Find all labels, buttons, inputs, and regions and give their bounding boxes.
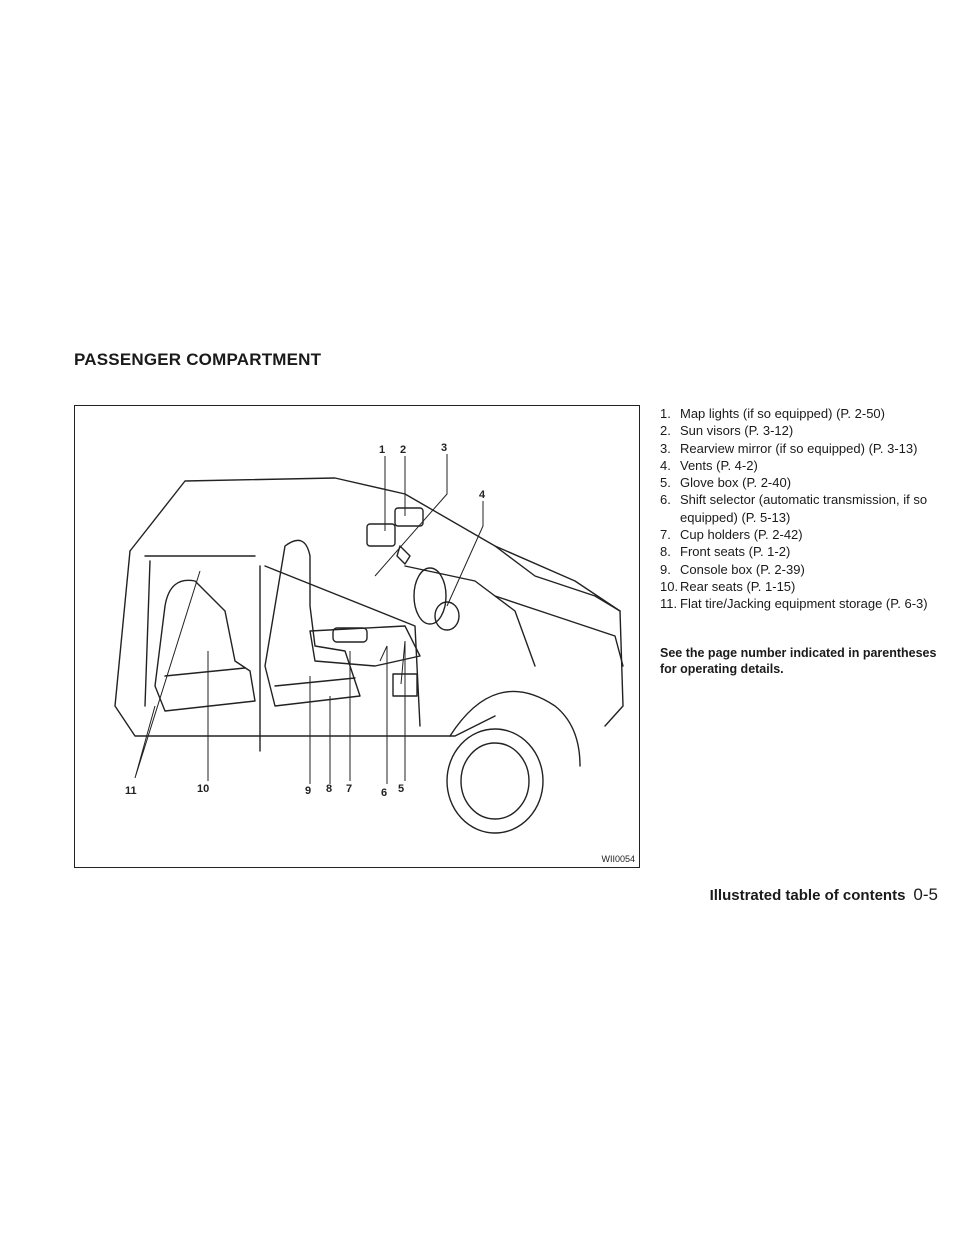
section-heading: PASSENGER COMPARTMENT <box>74 350 322 369</box>
sun-visor <box>394 507 424 527</box>
figure-code: WII0054 <box>601 854 635 864</box>
list-item: 11.Flat tire/Jacking equipment storage (… <box>660 596 928 612</box>
vehicle-interior-drawing: 1 2 3 4 5 6 7 8 9 10 11 <box>114 442 624 834</box>
body-side <box>114 550 496 737</box>
footer-title: Illustrated table of contents <box>709 887 906 904</box>
list-item: 1.Map lights (if so equipped) (P. 2-50) <box>660 406 885 421</box>
operating-note: See the page number indicated in parenth… <box>660 646 937 676</box>
list-item: 8.Front seats (P. 1-2) <box>660 544 791 560</box>
wheel-arch <box>449 690 581 767</box>
callout-4: 4 <box>479 489 486 501</box>
callout-5: 5 <box>398 783 404 795</box>
dashboard <box>404 565 536 667</box>
vent <box>434 601 460 631</box>
map-light <box>366 523 396 547</box>
callout-6: 6 <box>381 787 387 799</box>
front-door-frame <box>264 565 421 727</box>
interior-illustration: 1 2 3 4 5 6 7 8 9 10 11 WII0054 <box>74 405 640 868</box>
callout-7: 7 <box>346 783 352 795</box>
list-item: 5.Glove box (P. 2-40) <box>660 475 792 491</box>
steering-wheel <box>413 567 447 625</box>
body-front <box>494 545 624 727</box>
list-item: 6.Shift selector (automatic transmission… <box>660 492 928 525</box>
front-tire <box>446 728 544 834</box>
callout-8: 8 <box>326 783 332 795</box>
rear-door-frame <box>144 555 256 707</box>
callout-1: 1 <box>379 444 385 456</box>
list-item: 7.Cup holders (P. 2-42) <box>660 527 803 543</box>
rearview-mirror <box>396 545 411 565</box>
callout-11: 11 <box>125 785 137 797</box>
list-item: 4.Vents (P. 4-2) <box>660 457 758 473</box>
list-item: 2.Sun visors (P. 3-12) <box>660 423 794 439</box>
front-rim <box>460 742 530 820</box>
list-item: 9.Console box (P. 2-39) <box>660 561 805 577</box>
callout-9: 9 <box>305 785 311 797</box>
callout-2: 2 <box>400 444 406 456</box>
list-item: 3.Rearview mirror (if so equipped) (P. 3… <box>660 440 918 456</box>
armrest <box>332 627 368 643</box>
component-list: 1.Map lights (if so equipped) (P. 2-50) … <box>660 405 940 613</box>
hood <box>494 595 624 667</box>
rear-seat <box>154 579 256 712</box>
front-seat <box>264 539 361 707</box>
roof-outline <box>129 477 621 612</box>
console <box>309 625 421 667</box>
callout-10: 10 <box>197 783 209 795</box>
page-number: 0-5 <box>913 885 938 904</box>
callout-3: 3 <box>441 442 447 454</box>
list-item: 10.Rear seats (P. 1-15) <box>660 578 796 594</box>
page-footer: Illustrated table of contents 0-5 <box>710 885 938 905</box>
